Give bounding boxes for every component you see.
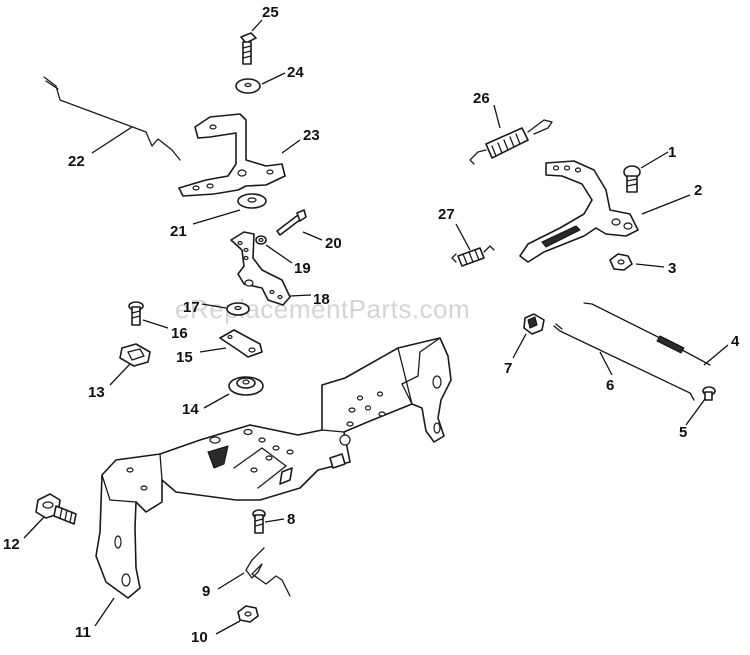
callout-2: 2 (694, 182, 702, 199)
callout-8: 8 (287, 511, 295, 528)
part-4-cable (583, 302, 711, 366)
callout-16: 16 (171, 325, 188, 342)
part-2-bracket (519, 160, 639, 263)
callout-18: 18 (313, 291, 330, 308)
callout-25: 25 (262, 4, 279, 21)
part-19-nut (255, 235, 267, 245)
part-11-plate (95, 337, 452, 599)
part-17-washer (226, 302, 250, 316)
part-25-bolt (240, 32, 257, 65)
callout-21: 21 (170, 223, 187, 240)
part-23-bracket (178, 113, 286, 197)
callout-19: 19 (294, 260, 311, 277)
callout-13: 13 (88, 384, 105, 401)
callout-24: 24 (287, 64, 304, 81)
callout-6: 6 (606, 377, 614, 394)
callout-1: 1 (668, 144, 676, 161)
part-27-spring (451, 245, 495, 267)
callout-numbers: 25 24 22 23 21 20 19 18 17 16 15 13 14 2… (3, 4, 740, 646)
callout-17: 17 (183, 299, 200, 316)
part-14-bushing (228, 376, 264, 396)
callout-4: 4 (731, 333, 740, 350)
callout-26: 26 (473, 90, 490, 107)
part-26-spring (469, 119, 553, 165)
callout-23: 23 (303, 127, 320, 144)
part-3-nut (609, 253, 633, 271)
part-16-screw (128, 301, 144, 326)
callout-20: 20 (325, 235, 342, 252)
callout-5: 5 (679, 424, 687, 441)
callout-27: 27 (438, 206, 455, 223)
part-22-rod (43, 76, 181, 161)
leader-lines (23, 19, 729, 635)
callout-22: 22 (68, 153, 85, 170)
part-13-clip (119, 343, 151, 367)
callout-3: 3 (668, 260, 676, 277)
part-10-nut (237, 605, 259, 623)
part-9-spring-clip (245, 547, 291, 597)
part-20-bolt (276, 209, 307, 236)
part-1-bolt (623, 165, 641, 193)
watermark-text: eReplacementParts.com (175, 294, 470, 324)
part-7-clip (523, 313, 545, 335)
part-18-lever (230, 231, 291, 306)
part-8-bolt (252, 509, 266, 534)
part-6-rod (553, 323, 695, 401)
callout-7: 7 (504, 360, 512, 377)
part-5-screw (702, 386, 716, 401)
part-15-plate (219, 329, 263, 358)
part-12-bolt (35, 493, 77, 525)
part-21-washer (237, 193, 267, 209)
part-24-washer (235, 78, 261, 94)
callout-11: 11 (75, 624, 91, 641)
callout-12: 12 (3, 536, 20, 553)
callout-10: 10 (191, 629, 208, 646)
callout-9: 9 (202, 583, 210, 600)
callout-14: 14 (182, 401, 199, 418)
callout-15: 15 (176, 349, 193, 366)
